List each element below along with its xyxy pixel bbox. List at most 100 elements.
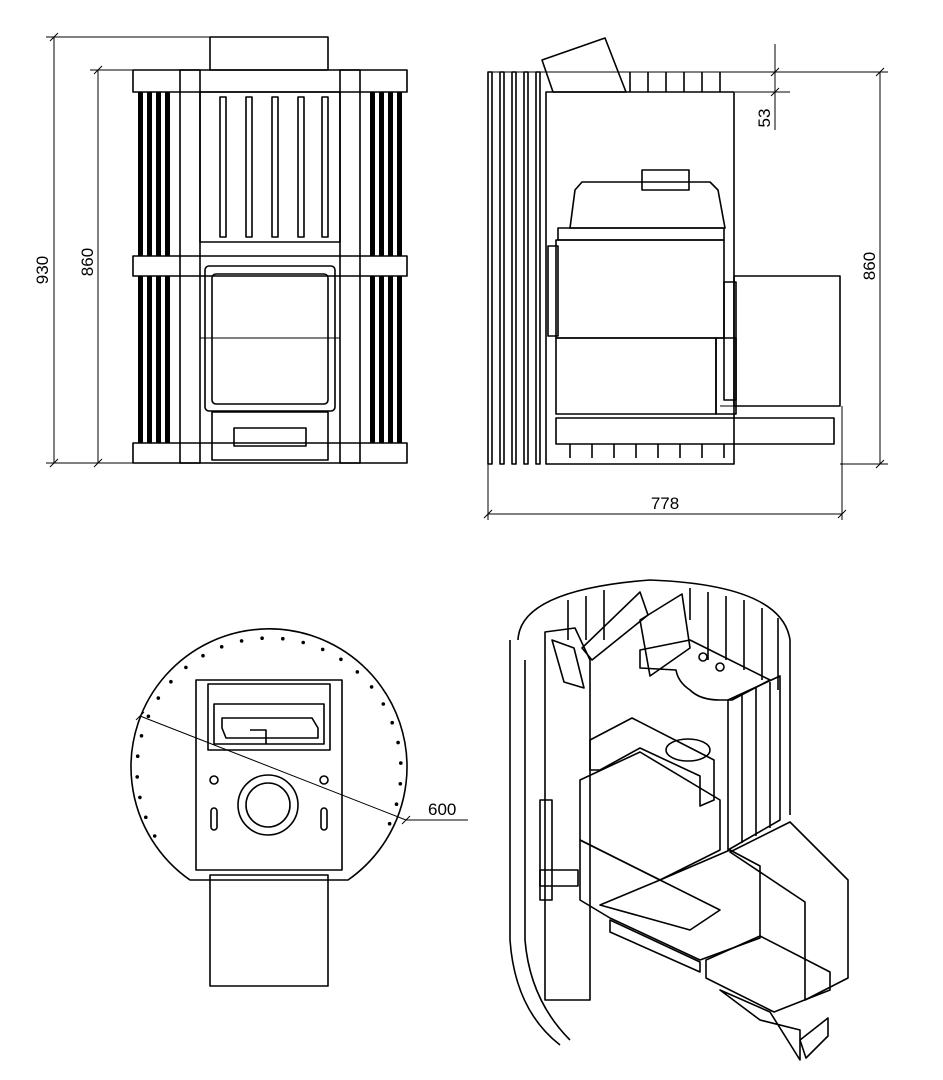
iso-cylinder-top-arc — [517, 579, 791, 815]
iso-firebox-floor — [599, 879, 721, 931]
iso-top-plate — [639, 639, 771, 701]
front-right-rods-upper — [370, 92, 402, 256]
iso-right-wall-rods — [741, 682, 771, 843]
iso-firebox-lower — [579, 839, 761, 961]
bolt-dot — [169, 679, 173, 684]
side-firebox-lower — [555, 337, 717, 415]
front-left-rods-upper — [138, 92, 170, 256]
front-right-rods-lower — [370, 276, 402, 443]
front-view: 930 860 — [33, 32, 408, 468]
bolt-dot — [381, 702, 386, 706]
side-heater-collar — [641, 169, 690, 191]
front-middle-band — [132, 255, 408, 277]
top-outlet-outer — [237, 774, 299, 836]
iso-firebox-upper — [579, 751, 721, 881]
top-door-handle — [221, 717, 319, 739]
front-upper-panel — [199, 91, 341, 243]
bolt-dot — [152, 834, 157, 838]
front-ash-handle — [233, 427, 307, 447]
side-firebox-back — [715, 337, 737, 415]
bolt-dot — [398, 782, 403, 786]
iso-ash-drawer — [705, 935, 831, 1013]
dim-side-860: 860 — [790, 67, 888, 469]
bolt-dot — [339, 657, 343, 662]
iso-top-rim-left — [581, 591, 649, 661]
top-door-inner — [213, 703, 325, 745]
front-left-post — [179, 69, 201, 464]
top-circle-bolts — [135, 636, 403, 838]
iso-left-wall — [544, 627, 591, 1001]
dim-53-label: 53 — [755, 109, 774, 128]
bolt-dot — [135, 775, 139, 779]
iso-cylinder-rods — [567, 588, 779, 690]
top-bolt — [319, 775, 329, 785]
dim-860-side-label: 860 — [860, 252, 879, 280]
side-base-feet — [569, 444, 725, 458]
bolt-dot — [394, 802, 399, 806]
bolt-dot — [390, 720, 395, 725]
bolt-dot — [260, 636, 264, 640]
front-bottom-band — [132, 442, 408, 464]
side-body-shell — [545, 91, 735, 465]
iso-tilted-plate-right — [639, 593, 691, 677]
bolt-dot — [369, 685, 374, 689]
bolt-dot — [135, 754, 140, 758]
bolt-dot — [387, 821, 392, 826]
top-door-frame — [207, 683, 331, 751]
bolt-dot — [156, 696, 161, 700]
side-ash-drawer — [555, 417, 835, 445]
bolt-dot — [184, 665, 188, 670]
iso-heater-top — [589, 717, 715, 807]
side-tunnel-flange — [723, 281, 737, 401]
front-right-post — [339, 69, 361, 464]
bolt-dot — [320, 647, 325, 652]
top-slot — [320, 807, 328, 831]
iso-base-foot — [719, 989, 801, 1061]
side-heater-top — [569, 181, 726, 229]
dim-930-label: 930 — [33, 256, 52, 284]
bolt-dot — [138, 795, 142, 800]
dim-860-front-label: 860 — [78, 248, 97, 276]
iso-tilted-plate-left — [551, 639, 585, 689]
bolt-dot — [139, 734, 144, 738]
dim-778-label: 778 — [651, 494, 679, 513]
bolt-dot — [355, 670, 360, 674]
top-chimney — [209, 874, 329, 987]
front-ash-box — [211, 411, 329, 461]
dim-side-778: 778 — [483, 406, 847, 520]
top-circle-body — [130, 628, 408, 881]
top-panel — [195, 679, 343, 871]
dim-front-860: 860 — [78, 65, 133, 468]
side-tunnel — [733, 275, 841, 407]
side-firebox-upper — [555, 239, 725, 339]
top-bolt — [209, 775, 219, 785]
iso-grate-rail — [609, 919, 701, 973]
bolt-dot — [146, 714, 151, 719]
side-tilted-panel — [541, 37, 627, 93]
bolt-dot — [399, 761, 403, 765]
top-outlet-inner — [245, 782, 291, 828]
bolt-dot — [396, 740, 400, 745]
dim-600-label: 600 — [428, 800, 456, 819]
bolt-dot — [301, 640, 306, 645]
side-view: 53 860 778 — [483, 37, 888, 520]
side-rods — [487, 71, 541, 465]
front-left-rods-lower — [138, 276, 170, 443]
bolt-dot — [144, 815, 148, 820]
side-heater-lid — [557, 227, 725, 241]
iso-right-wall — [727, 675, 781, 851]
front-upper-ribs — [219, 96, 329, 238]
top-view: 600 — [130, 628, 468, 987]
front-top-band — [132, 69, 408, 93]
dim-top-600: 600 — [135, 711, 468, 825]
top-slot — [210, 807, 218, 831]
dim-side-53: 53 — [735, 44, 790, 130]
iso-heater-outlet — [665, 738, 711, 762]
iso-cylinder-left-edge — [509, 640, 561, 1046]
bolt-dot — [281, 636, 285, 641]
bolt-dot — [219, 645, 224, 649]
isometric-cutaway-view — [509, 579, 849, 1061]
front-door-glass — [211, 273, 329, 405]
dim-front-930: 930 — [33, 32, 210, 468]
